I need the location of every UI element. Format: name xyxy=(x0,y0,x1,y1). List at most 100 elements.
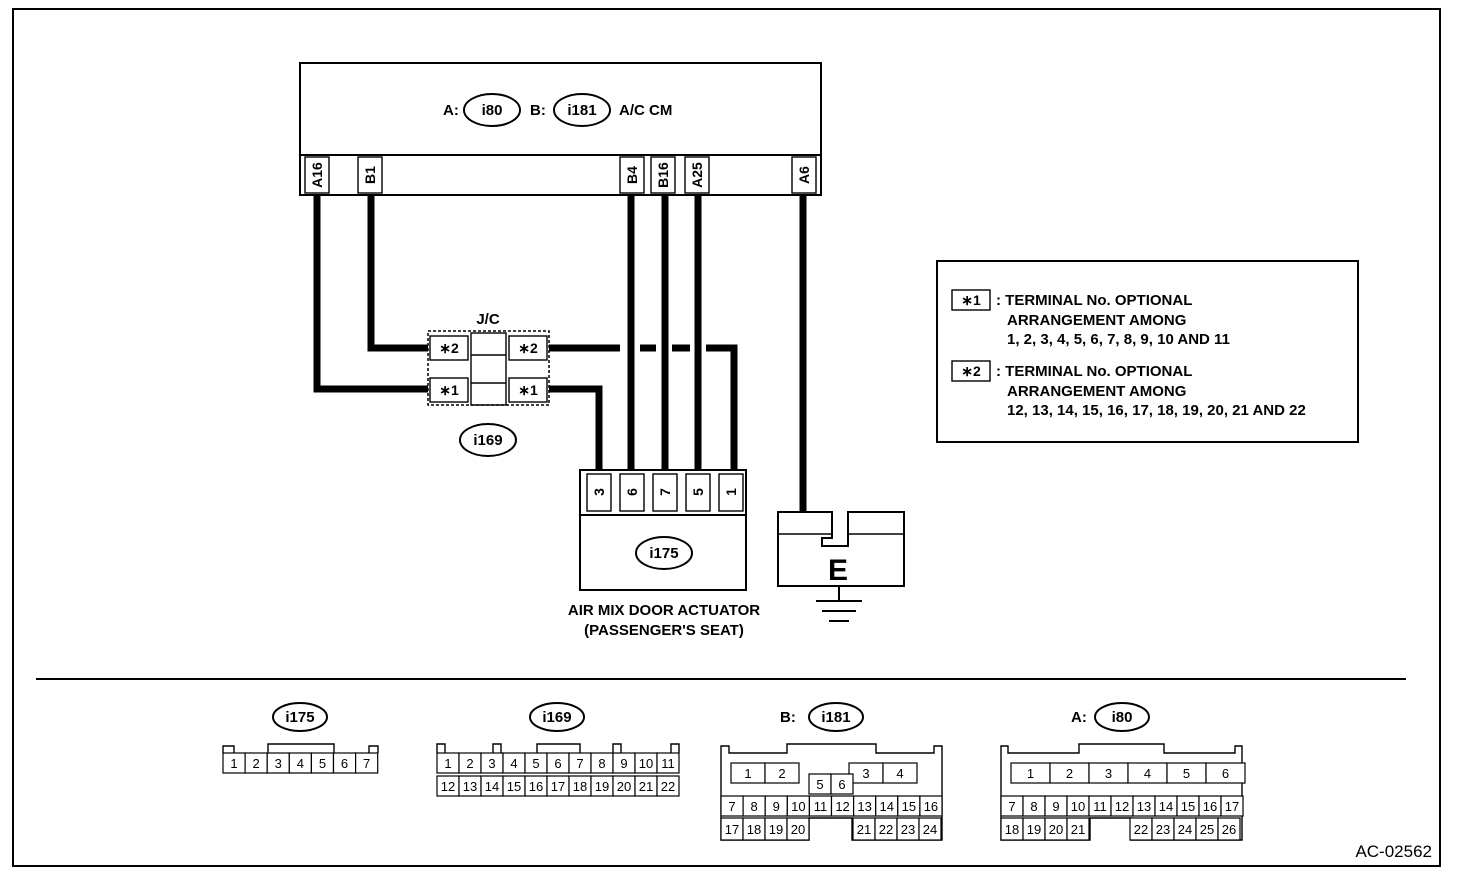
i181-row2-pin-label: 17 xyxy=(725,822,739,837)
module-b-prefix: B: xyxy=(530,102,546,119)
module-a-prefix: A: xyxy=(443,102,459,119)
i169-row1-pin-label: 4 xyxy=(510,756,517,771)
legend-text2-line3: 12, 13, 14, 15, 16, 17, 18, 19, 20, 21 A… xyxy=(1007,402,1306,419)
i181-row1-pin-label: 11 xyxy=(814,799,828,814)
i169-row1-pin-label: 5 xyxy=(532,756,539,771)
i181-row1-pin-label: 10 xyxy=(791,799,805,814)
i80-top-pin-label: 4 xyxy=(1144,766,1151,781)
i181-mid-cell xyxy=(830,773,854,795)
i181-top-pin-label: 4 xyxy=(896,766,903,781)
figure-id: AC-02562 xyxy=(1355,842,1432,861)
i175-pin-label: 5 xyxy=(319,756,326,771)
i169-row1-pin-label: 7 xyxy=(576,756,583,771)
legend-text1-line3: 1, 2, 3, 4, 5, 6, 7, 8, 9, 10 AND 11 xyxy=(1007,331,1230,348)
i181-row1-pin-label: 8 xyxy=(751,799,758,814)
actuator-pin-1: 1 xyxy=(723,488,739,496)
connector-badge-i80 xyxy=(463,93,521,127)
i181-top-pin-label: 2 xyxy=(778,766,785,781)
i169-row1-pin-label: 11 xyxy=(661,756,675,771)
i80-row1-pin-label: 17 xyxy=(1225,799,1239,814)
i169-row1-pin-label: 9 xyxy=(620,756,627,771)
module-b-connector: i181 xyxy=(567,102,596,119)
i175-pin-label: 7 xyxy=(363,756,370,771)
i80-row2-cell xyxy=(1217,817,1241,841)
outer-frame xyxy=(12,8,1441,867)
pin-b16: B16 xyxy=(655,162,671,188)
actuator-label-line2: (PASSENGER'S SEAT) xyxy=(584,622,744,639)
legend-key-1: ∗1 xyxy=(961,292,981,308)
i181-row1-pin-label: 12 xyxy=(835,799,849,814)
i80-row1-cell xyxy=(1220,795,1244,817)
legend-text2-line1: : TERMINAL No. OPTIONAL xyxy=(996,363,1192,380)
pin-a16: A16 xyxy=(309,162,325,188)
i80-row1-pin-label: 9 xyxy=(1052,799,1059,814)
i181-row1-pin-label: 7 xyxy=(728,799,735,814)
connector-badge-i175 xyxy=(635,536,693,570)
actuator-connector: i175 xyxy=(649,545,678,562)
i80-row2-pin-label: 26 xyxy=(1222,822,1236,837)
connector-badge-i181 xyxy=(553,93,611,127)
i175-pin-label: 2 xyxy=(253,756,260,771)
jc-pin-star1-right: ∗1 xyxy=(518,382,538,398)
wires xyxy=(313,195,807,514)
i181-row2-pin-label: 18 xyxy=(747,822,761,837)
legend-box: ∗1 : TERMINAL No. OPTIONAL ARRANGEMENT A… xyxy=(936,260,1359,443)
i181-row2-cell xyxy=(786,817,810,841)
i169-row2-pin-label: 14 xyxy=(485,779,499,794)
legend-text1-line1: : TERMINAL No. OPTIONAL xyxy=(996,292,1192,309)
i175-pin-label: 6 xyxy=(341,756,348,771)
i169-row2-pin-label: 18 xyxy=(573,779,587,794)
pin-a25: A25 xyxy=(689,162,705,188)
i181-row2-pin-label: 24 xyxy=(923,822,937,837)
connector-view-i181-prefix: B: xyxy=(780,709,796,726)
pin-b4: B4 xyxy=(624,166,640,184)
i169-row2-pin-label: 22 xyxy=(661,779,675,794)
i169-row2-pin-label: 19 xyxy=(595,779,609,794)
legend-text1-line2: ARRANGEMENT AMONG xyxy=(1007,312,1186,329)
i181-row1-pin-label: 16 xyxy=(924,799,938,814)
i80-row1-pin-label: 8 xyxy=(1030,799,1037,814)
module-a-connector: i80 xyxy=(482,102,503,119)
i80-row1-pin-label: 16 xyxy=(1203,799,1217,814)
i175-pin-label: 4 xyxy=(297,756,304,771)
actuator-pin-7: 7 xyxy=(657,488,673,496)
i80-row1-pin-label: 7 xyxy=(1008,799,1015,814)
actuator-pin-6: 6 xyxy=(624,488,640,496)
connector-view-i181-name: i181 xyxy=(821,709,850,726)
i181-top-pin-label: 3 xyxy=(862,766,869,781)
pin-a6: A6 xyxy=(796,166,812,184)
i169-row1-pin-label: 1 xyxy=(444,756,451,771)
i80-row1-pin-label: 12 xyxy=(1115,799,1129,814)
ground-point: E xyxy=(777,511,905,622)
ground-label: E xyxy=(828,554,848,587)
i80-row2-pin-label: 21 xyxy=(1071,822,1085,837)
connector-view-i80-name: i80 xyxy=(1112,709,1133,726)
i169-row2-pin-label: 15 xyxy=(507,779,521,794)
i181-row1-pin-label: 14 xyxy=(880,799,894,814)
i181-row2-pin-label: 20 xyxy=(791,822,805,837)
i181-top-cell xyxy=(882,762,918,784)
i169-row2-pin-label: 12 xyxy=(441,779,455,794)
air-mix-door-actuator: 3 6 7 5 1 i175 AIR MIX DOOR ACTUATOR (PA… xyxy=(568,469,760,639)
legend-key-2: ∗2 xyxy=(961,363,981,379)
i181-row1-pin-label: 9 xyxy=(773,799,780,814)
i175-pin-label: 1 xyxy=(230,756,237,771)
jc-pin-star2-right: ∗2 xyxy=(518,340,538,356)
i181-row2-pin-label: 21 xyxy=(857,822,871,837)
i169-row2-pin-label: 20 xyxy=(617,779,631,794)
actuator-pin-3: 3 xyxy=(591,488,607,496)
joint-connector: J/C ∗2 ∗1 ∗2 ∗1 i169 xyxy=(427,311,550,457)
i175-cell xyxy=(355,752,379,774)
i169-row1-pin-label: 2 xyxy=(466,756,473,771)
i181-mid-pin-label: 6 xyxy=(838,777,845,792)
i181-row1-pin-label: 15 xyxy=(902,799,916,814)
i181-top-cell xyxy=(764,762,800,784)
connector-view-i80-prefix: A: xyxy=(1071,709,1087,726)
i181-mid-pin-label: 5 xyxy=(816,777,823,792)
i80-row1-pin-label: 14 xyxy=(1159,799,1173,814)
